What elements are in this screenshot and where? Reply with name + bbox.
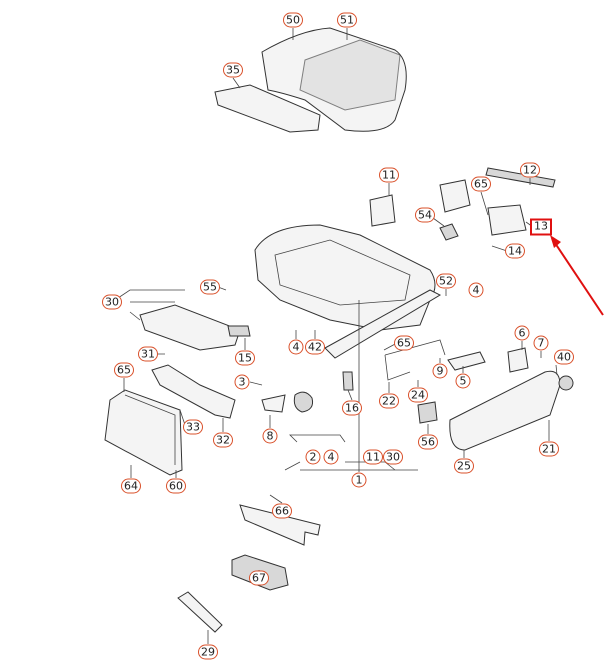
part-label: 8 (262, 428, 278, 444)
part-label: 11 (363, 449, 383, 465)
part-label: 50 (283, 12, 303, 28)
cover-32 (151, 364, 236, 419)
part-label: 1 (351, 472, 367, 488)
leader-lines (111, 28, 558, 644)
part-label: 6 (514, 325, 530, 341)
front-cushion (214, 84, 321, 133)
part-label: 67 (249, 570, 269, 586)
highlight-arrow (552, 239, 604, 316)
bracket-13-a (439, 179, 471, 213)
part-label: 11 (379, 167, 399, 183)
part-label: 24 (408, 387, 428, 403)
trim-15 (227, 325, 251, 337)
part-label-highlighted: 13 (530, 218, 552, 236)
part-label: 30 (383, 449, 403, 465)
part-label: 9 (432, 363, 448, 379)
part-label: 15 (235, 350, 255, 366)
part-label: 56 (418, 434, 438, 450)
part-label: 30 (102, 294, 122, 310)
plate-6 (507, 347, 529, 373)
bracket-11 (369, 194, 396, 227)
seat-frame (254, 224, 436, 331)
drawer-60 (104, 389, 183, 476)
part-label: 65 (394, 335, 414, 351)
part-label: 4 (323, 449, 339, 465)
part-label: 60 (166, 478, 186, 494)
drawer-60-inner (124, 394, 176, 465)
highlight-arrowhead (550, 235, 561, 248)
part-label: 21 (539, 441, 559, 457)
part-label: 31 (138, 346, 158, 362)
part-label: 32 (213, 432, 233, 448)
part-label: 66 (272, 503, 292, 519)
connector-16 (342, 371, 354, 391)
part-label: 4 (468, 282, 484, 298)
part-label: 25 (454, 458, 474, 474)
part-label: 65 (471, 176, 491, 192)
switch-54 (439, 223, 459, 241)
part-label: 40 (554, 349, 574, 365)
part-label: 42 (305, 339, 325, 355)
bracket-13-b (487, 204, 527, 236)
part-label: 55 (200, 279, 220, 295)
part-label: 35 (223, 62, 243, 78)
motor-2 (293, 391, 313, 413)
tube-29 (177, 591, 223, 633)
switch-56 (417, 401, 438, 424)
bracket-66 (239, 504, 321, 546)
lever-5 (447, 351, 486, 371)
part-label: 33 (183, 419, 203, 435)
side-trim-25 (449, 370, 561, 451)
part-label: 12 (520, 162, 540, 178)
track-30 (139, 304, 241, 351)
part-label: 7 (533, 335, 549, 351)
part-label: 5 (455, 373, 471, 389)
part-label: 64 (121, 478, 141, 494)
part-label: 22 (379, 393, 399, 409)
part-label: 29 (198, 644, 218, 660)
frame-inner (274, 239, 411, 306)
part-label: 14 (505, 243, 525, 259)
part-label: 4 (288, 339, 304, 355)
part-label: 54 (415, 207, 435, 223)
cushion-pad (299, 39, 401, 111)
knob-40 (558, 375, 574, 391)
bracket-8 (261, 394, 286, 413)
part-label: 65 (114, 362, 134, 378)
seat-rail (324, 289, 442, 359)
part-label: 3 (234, 374, 250, 390)
part-label: 51 (337, 12, 357, 28)
part-label: 52 (436, 273, 456, 289)
part-label: 16 (342, 400, 362, 416)
part-label: 2 (305, 449, 321, 465)
